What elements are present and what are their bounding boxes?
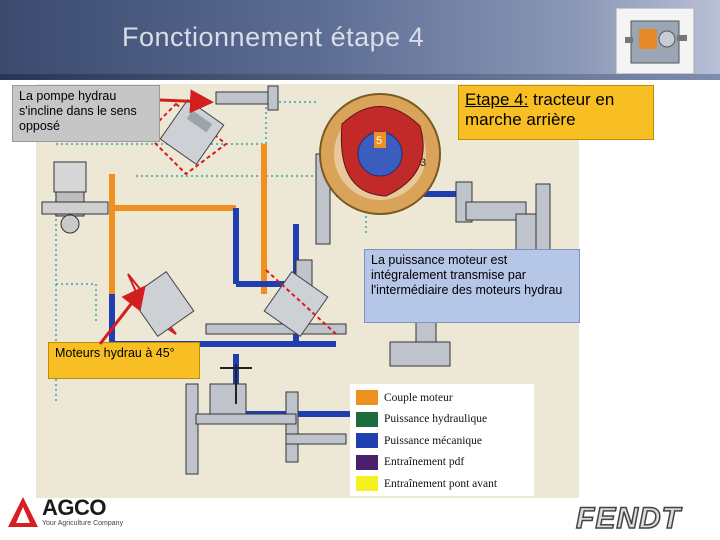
legend-swatch — [356, 390, 378, 406]
arrow-to-pump — [159, 89, 214, 114]
legend-swatch — [356, 454, 378, 470]
callout-etape-prefix: Etape 4: — [465, 90, 529, 109]
legend: Couple moteur Puissance hydraulique Puis… — [350, 384, 534, 496]
gear-marker-3: 3 — [420, 157, 426, 169]
title-bar: Fonctionnement étape 4 — [0, 0, 720, 80]
agco-name: AGCO — [42, 495, 107, 520]
legend-label: Puissance hydraulique — [384, 413, 488, 426]
callout-puissance: La puissance moteur est intégralement tr… — [364, 249, 580, 323]
fendt-logo: FENDT — [575, 501, 681, 536]
agco-tagline: Your Agriculture Company — [42, 520, 124, 527]
legend-swatch — [356, 476, 378, 492]
legend-swatch — [356, 411, 378, 427]
planetary-gear: 5 3 — [319, 93, 441, 215]
gearbox-thumbnail-icon — [625, 20, 687, 64]
legend-item: Puissance mécanique — [356, 430, 528, 452]
callout-moteurs: Moteurs hydrau à 45° — [48, 342, 200, 379]
callout-etape-text: tracteur en marche arrière — [465, 90, 615, 129]
legend-label: Entraînement pont avant — [384, 477, 498, 490]
legend-item: Puissance hydraulique — [356, 409, 528, 431]
callout-puissance-text: La puissance moteur est intégralement tr… — [371, 253, 563, 297]
legend-item: Entraînement pdf — [356, 452, 528, 474]
gear-marker-5: 5 — [376, 135, 382, 147]
agco-triangle-icon — [8, 497, 38, 527]
hydraulic-motors — [127, 269, 337, 337]
callout-pompe-text: La pompe hydrau s'incline dans le sens o… — [19, 89, 137, 133]
legend-item: Entraînement pont avant — [356, 473, 528, 495]
agco-logo: AGCO Your Agriculture Company — [8, 495, 123, 535]
legend-label: Entraînement pdf — [384, 456, 465, 469]
slide-title: Fonctionnement étape 4 — [122, 22, 425, 52]
couple-moteur-path — [109, 144, 267, 294]
arrow-to-motors — [98, 285, 146, 345]
legend-label: Couple moteur — [384, 391, 453, 404]
legend-item: Couple moteur — [356, 387, 528, 409]
callout-moteurs-text: Moteurs hydrau à 45° — [55, 346, 175, 360]
legend-label: Puissance mécanique — [384, 434, 483, 447]
callout-etape: Etape 4: tracteur en marche arrière — [458, 85, 654, 140]
engine-piston — [41, 161, 109, 234]
legend-swatch — [356, 433, 378, 449]
callout-pompe: La pompe hydrau s'incline dans le sens o… — [12, 85, 160, 142]
